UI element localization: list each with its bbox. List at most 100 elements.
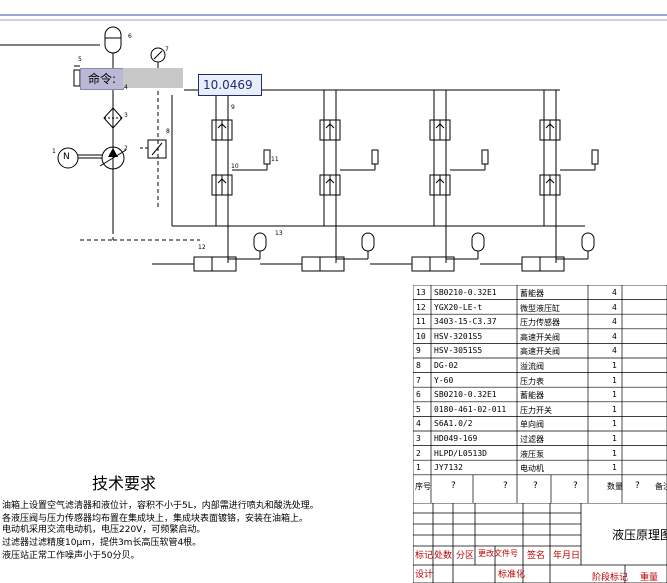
title-block-grid <box>413 503 667 583</box>
bom-row-number: 4 <box>416 419 421 429</box>
bom-row-number: 2 <box>416 448 421 458</box>
label-9: 9 <box>231 104 235 111</box>
bom-row-code: 3403-15-C3.37 <box>434 317 497 327</box>
bom-row-qty: 1 <box>612 390 617 400</box>
bom-row-name: 过滤器 <box>520 435 544 444</box>
bom-row-number: 6 <box>416 390 421 400</box>
bom-row-number: 3 <box>416 434 421 443</box>
bom-header-mat2: ? <box>635 480 640 491</box>
command-prompt[interactable]: 命令: <box>80 68 124 90</box>
label-6: 6 <box>128 33 132 40</box>
tech-requirements-title: 技术要求 <box>92 474 157 493</box>
bom-row-code: S6A1.0/2 <box>434 419 473 429</box>
tb-mark: 标记 <box>415 551 434 561</box>
bom-row-qty: 4 <box>612 346 617 356</box>
bom-row-qty: 1 <box>612 361 617 370</box>
bom-row-name: 微型液压缸 <box>520 303 560 313</box>
bom-row-qty: 1 <box>612 448 617 458</box>
bom-row-name: 液压泵 <box>520 449 544 459</box>
bom-row-number: 7 <box>416 375 421 385</box>
bom-row-qty: 1 <box>612 463 617 473</box>
drawing-title: 液压原理图 <box>612 528 667 542</box>
bom-row-qty: 1 <box>612 404 617 414</box>
bom-row-qty: 4 <box>612 302 617 312</box>
tb-change-doc: 更改文件号 <box>478 549 518 558</box>
pump-symbol <box>101 146 125 170</box>
tech-req-4: 过滤器过滤精度10μm，提供3m长高压软管4根。 <box>2 538 202 548</box>
bom-row-name: 单向阀 <box>520 420 544 430</box>
bom-row-name: 蓄能器 <box>520 289 544 298</box>
bom-row-code: HSV-3051S5 <box>434 346 483 356</box>
tech-req-1: 油箱上设置空气滤清器和液位计，容积不小于5L，内部需进行喷丸和酸洗处理。 <box>2 501 319 511</box>
bom-header-code2: ? <box>503 480 508 491</box>
coordinate-value-display: 10.0469 <box>198 74 262 96</box>
bom-row-name: 压力表 <box>520 376 544 386</box>
bom-header-remark: 备注 <box>655 481 667 491</box>
label-12: 12 <box>198 244 206 251</box>
bom-row-qty: 1 <box>612 434 617 443</box>
tb-sign: 签名 <box>527 551 546 561</box>
label-13: 13 <box>275 230 283 237</box>
label-3: 3 <box>124 112 128 119</box>
filter-symbol <box>103 107 123 129</box>
branch-accumulator <box>361 232 375 252</box>
tb-standard: 标准化 <box>498 570 526 580</box>
label-11: 11 <box>271 156 279 163</box>
tb-design: 设计 <box>415 570 434 580</box>
bom-grid <box>413 285 667 503</box>
bom-row-number: 12 <box>416 302 426 312</box>
bom-row-name: 压力传感器 <box>520 318 560 328</box>
bom-row-code: JY7132 <box>434 463 463 473</box>
label-8: 8 <box>166 128 170 135</box>
tech-req-3: 电动机采用交流电动机，电压220V，可频繁启动。 <box>2 525 206 535</box>
bom-row-name: 蓄能器 <box>520 391 544 401</box>
bom-row-number: 11 <box>416 317 426 327</box>
bom-row-qty: 4 <box>612 317 617 327</box>
bom-row-qty: 4 <box>612 331 617 341</box>
branch-accumulator <box>253 232 267 252</box>
bom-row-code: YGX20-LE-t <box>434 302 483 312</box>
label-2: 2 <box>124 145 128 152</box>
pressure-sensor <box>263 149 271 165</box>
bom-row-name: 高速开关阀 <box>520 332 560 342</box>
command-input[interactable] <box>123 68 183 88</box>
tech-req-2: 各液压阀与压力传感器均布置在集成块上，集成块表面镀铬，安装在油箱上。 <box>2 514 309 524</box>
tech-req-5: 液压站正常工作噪声小于50分贝。 <box>2 551 140 561</box>
label-1: 1 <box>52 148 56 155</box>
bom-row-name: 溢流阀 <box>520 362 544 371</box>
label-10: 10 <box>231 163 239 170</box>
bom-header-qty: 数量 <box>607 481 623 491</box>
actuator-branches <box>152 90 599 272</box>
tb-stage: 阶段标记 <box>592 573 629 583</box>
bom-header-code: ? <box>451 480 456 491</box>
bom-row-number: 1 <box>416 463 421 473</box>
pressure-sensor <box>591 149 599 165</box>
motor-letter: N <box>63 152 70 162</box>
bom-header-seq: 序号 <box>415 481 431 491</box>
bom-row-number: 9 <box>416 346 421 356</box>
accumulator-6-symbol <box>104 26 122 68</box>
tb-zone: 分区 <box>456 551 475 561</box>
label-7: 7 <box>165 46 169 53</box>
bom-row-code: HD049-169 <box>434 434 478 443</box>
bom-row-qty: 1 <box>612 419 617 429</box>
bom-header-name: ? <box>533 480 538 491</box>
bom-row-qty: 1 <box>612 375 617 385</box>
bom-row-code: Y-60 <box>434 375 454 385</box>
pressure-sensor <box>481 149 489 165</box>
bom-row-number: 13 <box>416 288 426 297</box>
bom-row-code: HLPD/L0513D <box>434 448 487 458</box>
bom-row-code: HSV-3201S5 <box>434 331 483 341</box>
bom-row-name: 高速开关阀 <box>520 347 560 357</box>
relief-valve-symbol <box>147 139 167 159</box>
pressure-gauge-symbol <box>150 47 166 68</box>
branch-accumulator <box>471 232 485 252</box>
bom-header-material: ? <box>573 480 578 491</box>
bom-row-code: SB0210-0.32E1 <box>434 288 497 297</box>
bom-row-code: SB0210-0.32E1 <box>434 390 497 400</box>
label-5: 5 <box>78 56 82 63</box>
pressure-sensor <box>371 149 379 165</box>
bom-row-number: 10 <box>416 331 426 341</box>
label-4: 4 <box>124 84 128 91</box>
